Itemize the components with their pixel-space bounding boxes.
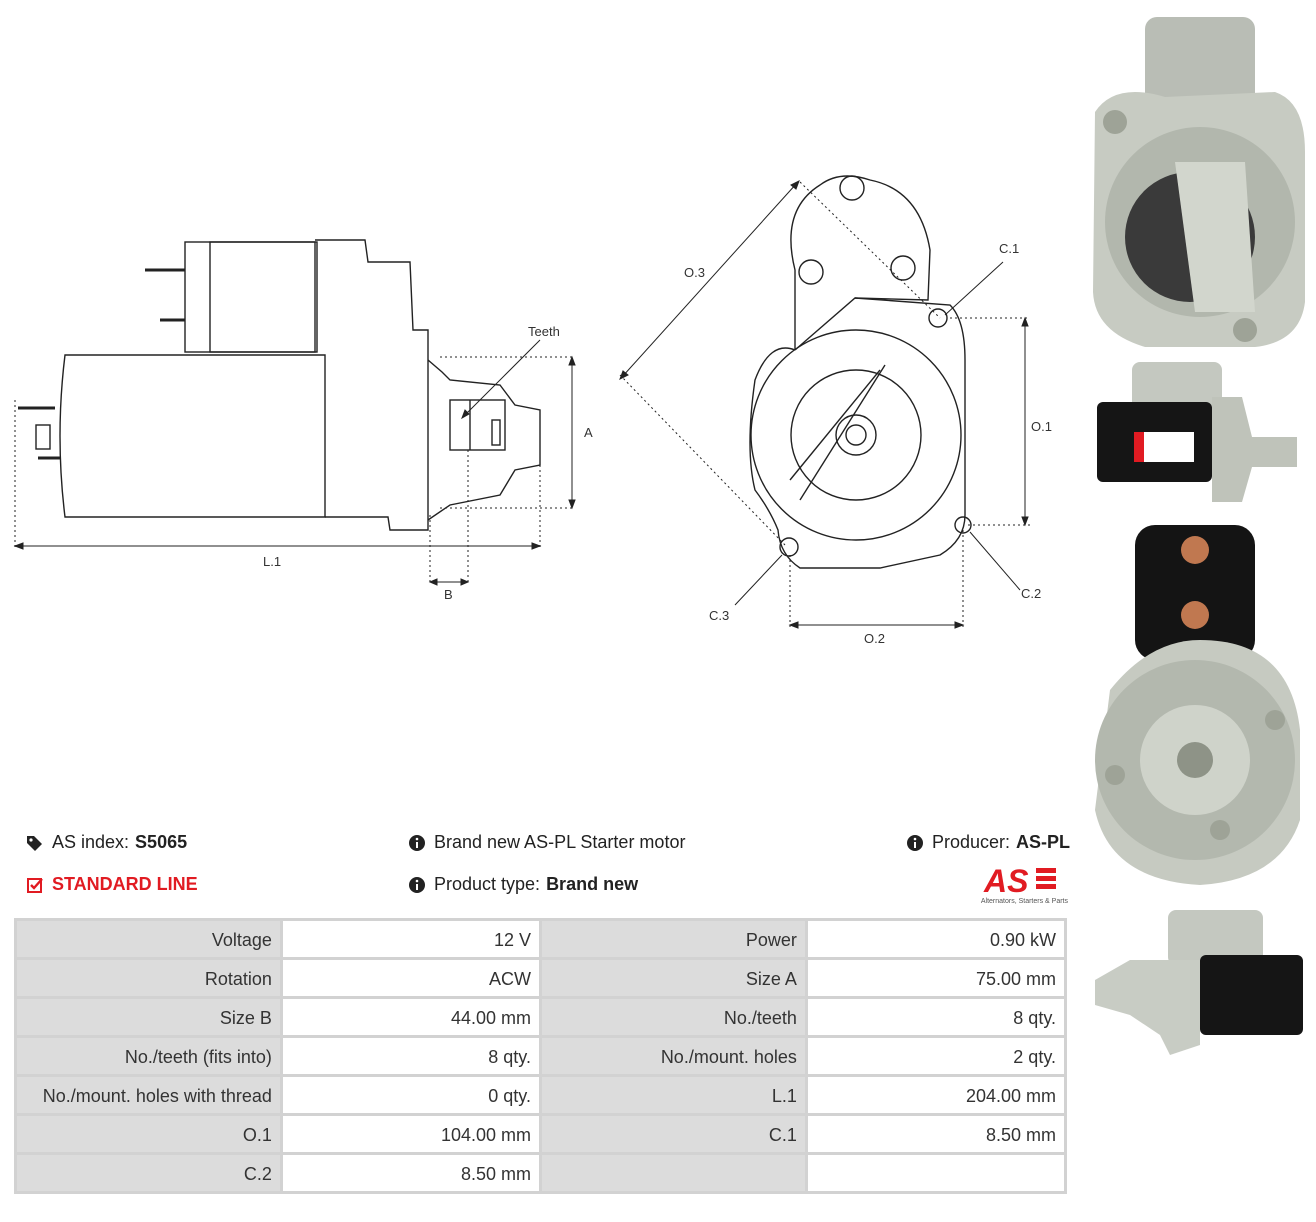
product-type-label: Product type: <box>434 874 541 894</box>
spec-label: No./teeth <box>541 999 805 1035</box>
spec-label <box>541 1155 805 1191</box>
product-type-line: Product type: Brand new <box>408 874 638 895</box>
as-logo: AS Alternators, Starters & Parts <box>964 862 1068 908</box>
spec-label: No./mount. holes <box>541 1038 805 1074</box>
label-c3: C.3 <box>709 608 729 623</box>
spec-value: 2 qty. <box>807 1038 1064 1074</box>
spec-value: 0.90 kW <box>807 921 1064 957</box>
spec-value: 8 qty. <box>807 999 1064 1035</box>
description-line: Brand new AS-PL Starter motor <box>408 832 685 853</box>
label-o3: O.3 <box>684 265 705 280</box>
mount-hole-c1 <box>928 308 948 328</box>
spec-label: C.2 <box>17 1155 280 1191</box>
spec-label: C.1 <box>541 1116 805 1152</box>
as-index-line: AS index: S5065 <box>26 832 187 853</box>
spec-value: 104.00 mm <box>282 1116 539 1152</box>
front-flange-outline <box>790 175 931 351</box>
table-row: No./teeth (fits into)8 qty.No./mount. ho… <box>17 1038 1064 1074</box>
spec-label: Voltage <box>17 921 280 957</box>
spec-value: 204.00 mm <box>807 1077 1064 1113</box>
spec-label: No./teeth (fits into) <box>17 1038 280 1074</box>
spec-value <box>807 1155 1064 1191</box>
spec-label: O.1 <box>17 1116 280 1152</box>
producer-value: AS-PL <box>1016 832 1071 852</box>
producer-line: Producer: AS-PL <box>906 832 1070 853</box>
label-o2: O.2 <box>864 631 885 646</box>
spec-value: 0 qty. <box>282 1077 539 1113</box>
spec-value: 8.50 mm <box>807 1116 1064 1152</box>
svg-text:AS: AS <box>983 863 1029 898</box>
spec-label: Size B <box>17 999 280 1035</box>
spec-label: L.1 <box>541 1077 805 1113</box>
spec-value: 8.50 mm <box>282 1155 539 1191</box>
label-l1: L.1 <box>263 554 281 569</box>
product-type-value: Brand new <box>546 874 639 894</box>
spec-label: No./mount. holes with thread <box>17 1077 280 1113</box>
spec-value: 8 qty. <box>282 1038 539 1074</box>
label-c2: C.2 <box>1021 586 1041 601</box>
info-icon <box>409 834 425 851</box>
front-outer-ring <box>750 329 962 541</box>
product-photo-side-reverse <box>1095 910 1303 1055</box>
product-photo-front <box>1093 17 1305 347</box>
spec-value: 44.00 mm <box>282 999 539 1035</box>
standard-line-label: STANDARD LINE <box>52 874 198 894</box>
as-index-value: S5065 <box>135 832 188 852</box>
check-square-icon <box>27 877 43 893</box>
label-a: A <box>584 425 593 440</box>
housing-outline <box>315 239 429 531</box>
description: Brand new AS-PL Starter motor <box>434 832 686 852</box>
spec-value: ACW <box>282 960 539 996</box>
label-o1: O.1 <box>1031 419 1052 434</box>
mount-hole-c2 <box>954 516 972 534</box>
as-index-label: AS index: <box>52 832 130 852</box>
mount-hole-c3 <box>779 537 799 557</box>
spec-value: 12 V <box>282 921 539 957</box>
producer-label: Producer: <box>932 832 1011 852</box>
product-photo-side <box>1097 362 1297 502</box>
standard-line: STANDARD LINE <box>26 874 198 895</box>
spec-label: Rotation <box>17 960 280 996</box>
spec-value: 75.00 mm <box>807 960 1064 996</box>
product-photo-rear <box>1095 525 1300 885</box>
front-housing-outline <box>749 297 966 569</box>
spec-label: Power <box>541 921 805 957</box>
tags-icon <box>27 835 42 851</box>
technical-drawing: Teeth A L.1 B O.3 C.1 O.1 C.2 C.3 O.2 <box>13 175 1052 646</box>
info-icon <box>409 876 425 893</box>
label-c1: C.1 <box>999 241 1019 256</box>
solenoid-outline <box>184 241 318 353</box>
label-b: B <box>444 587 453 602</box>
spec-label: Size A <box>541 960 805 996</box>
logo-tagline: Alternators, Starters & Parts <box>980 898 1068 905</box>
label-teeth: Teeth <box>528 324 560 339</box>
info-icon <box>907 834 923 851</box>
motor-body-outline <box>59 354 326 518</box>
nose-outline <box>427 359 541 521</box>
